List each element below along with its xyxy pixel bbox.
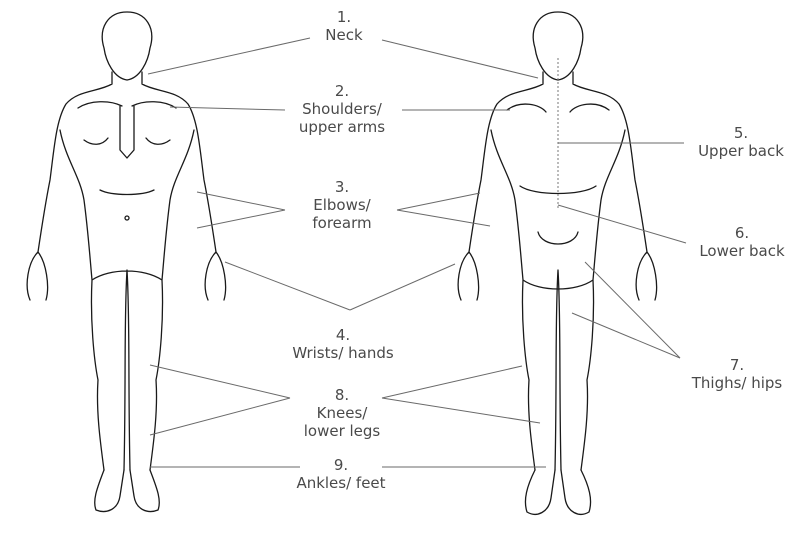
- region-label-ankles: 9. Ankles/ feet: [278, 456, 404, 492]
- region-label-shoulders: 2. Shoulders/ upper arms: [276, 82, 408, 136]
- front-body-figure: [27, 12, 225, 511]
- region-label-elbows: 3. Elbows/ forearm: [284, 178, 400, 232]
- leader-lines: [148, 38, 686, 467]
- region-label-thighs: 7. Thighs/ hips: [680, 356, 794, 392]
- back-body-figure: [458, 12, 656, 514]
- region-label-upper-back: 5. Upper back: [686, 124, 796, 160]
- region-label-knees: 8. Knees/ lower legs: [284, 386, 400, 440]
- region-label-lower-back: 6. Lower back: [688, 224, 796, 260]
- region-label-wrists: 4. Wrists/ hands: [274, 326, 412, 362]
- region-label-neck: 1. Neck: [296, 8, 392, 44]
